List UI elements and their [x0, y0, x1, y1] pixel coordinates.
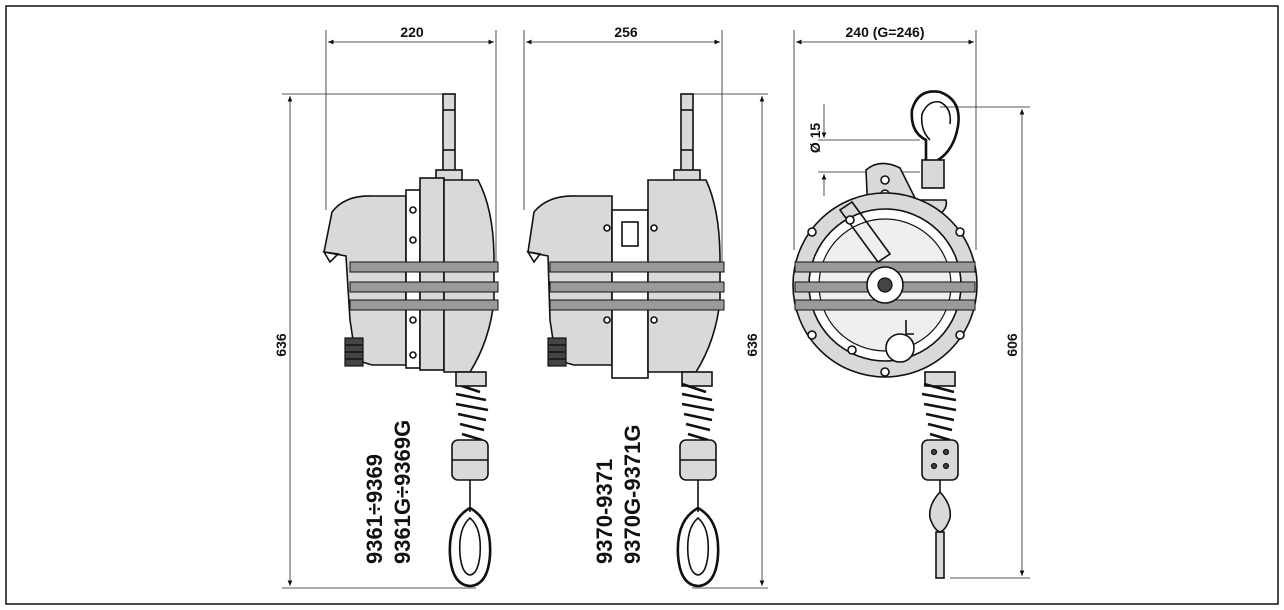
- frame-border: [5, 5, 1279, 605]
- dim-width-view2: 256: [614, 24, 638, 40]
- dim-hook-diameter: Ø 15: [807, 123, 823, 154]
- dim-height-view2: 636: [744, 333, 760, 357]
- dim-height-view3: 606: [1004, 333, 1020, 357]
- dim-width-view1: 220: [400, 24, 424, 40]
- balancer-front-view: 240 (G=246) 606 Ø 15: [792, 24, 1030, 579]
- model-label-9370: 9370-9371: [592, 459, 617, 564]
- dim-height-view1: 636: [273, 333, 289, 357]
- model-label-9361: 9361÷9369: [362, 454, 387, 564]
- dim-width-view3: 240 (G=246): [846, 24, 925, 40]
- model-label-9361g: 9361G÷9369G: [390, 420, 415, 564]
- model-label-9370g: 9370G-9371G: [620, 425, 645, 564]
- balancer-side-view-2: 256 636: [523, 24, 768, 589]
- balancer-side-view-1: 220 636: [273, 24, 499, 589]
